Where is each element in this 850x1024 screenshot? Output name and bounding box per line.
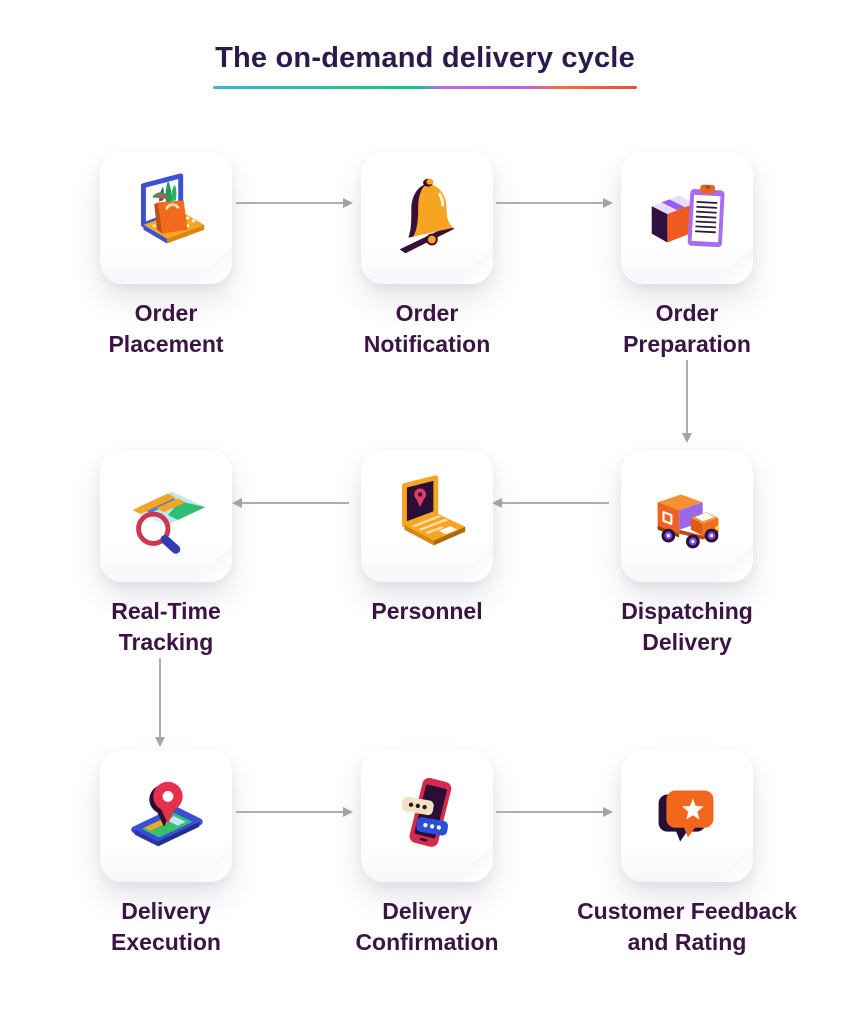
arrow-preparation-to-dispatching [681, 360, 692, 443]
arrow-notification-to-preparation [496, 197, 613, 208]
arrow-placement-to-notification [236, 197, 353, 208]
arrow-execution-to-confirmation [236, 806, 353, 817]
step-order-notification: Order Notification [297, 152, 557, 360]
phone-chat-icon [401, 777, 452, 847]
step-card [621, 450, 753, 582]
step-card [621, 152, 753, 284]
step-label: Order Notification [363, 300, 491, 357]
arrow-confirmation-to-feedback [496, 806, 613, 817]
laptop-grocery-icon [141, 173, 205, 244]
step-delivery-execution: Delivery Execution [36, 750, 296, 958]
step-label: Customer Feedback and Rating [577, 898, 797, 955]
box-clipboard-icon [651, 184, 725, 248]
step-label: Dispatching Delivery [621, 598, 753, 655]
step-delivery-confirmation: Delivery Confirmation [297, 750, 557, 958]
delivery-truck-icon [657, 494, 720, 549]
arrow-dispatching-to-personnel [492, 497, 609, 508]
step-order-placement: Order Placement [36, 152, 296, 360]
step-label: Personnel [371, 598, 483, 624]
step-card [100, 750, 232, 882]
step-order-preparation: Order Preparation [557, 152, 817, 360]
step-dispatching-delivery: Dispatching Delivery [557, 450, 817, 658]
step-card [361, 450, 493, 582]
step-card [100, 152, 232, 284]
arrow-personnel-to-tracking [232, 497, 349, 508]
step-label: Delivery Execution [111, 898, 221, 955]
step-real-time-tracking: Real-Time Tracking [36, 450, 296, 658]
title-underline [213, 86, 637, 89]
step-card [100, 450, 232, 582]
laptop-pin-icon [402, 475, 466, 546]
step-card [621, 750, 753, 882]
step-customer-feedback: Customer Feedback and Rating [557, 750, 817, 958]
bell-icon [399, 178, 455, 254]
step-label: Order Preparation [623, 300, 751, 357]
step-personnel: Personnel [297, 450, 557, 627]
step-label: Real-Time Tracking [111, 598, 221, 655]
page-title: The on-demand delivery cycle [215, 42, 635, 74]
step-card [361, 750, 493, 882]
step-label: Order Placement [108, 300, 224, 357]
star-badge-icon [658, 790, 714, 842]
step-label: Delivery Confirmation [355, 898, 499, 955]
arrow-tracking-to-execution [154, 658, 165, 747]
phone-pin-icon [131, 781, 203, 847]
step-card [361, 152, 493, 284]
map-magnifier-icon [132, 491, 206, 554]
